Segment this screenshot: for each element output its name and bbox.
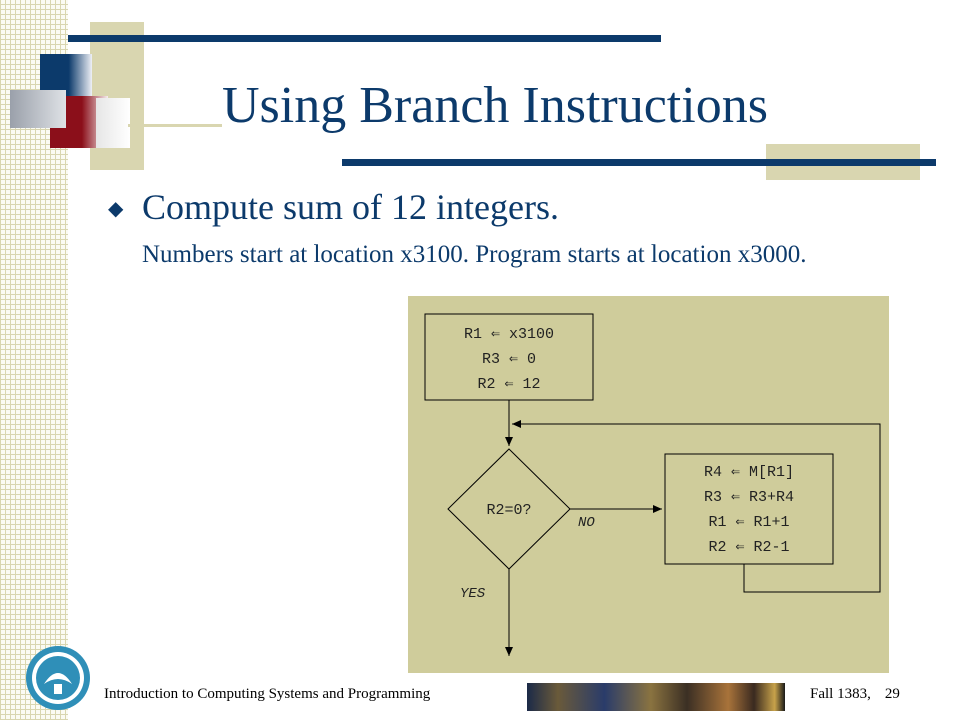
arrow-loop-back bbox=[512, 420, 881, 593]
init-line-3: R2 ⇐ 12 bbox=[477, 376, 540, 393]
decor-gray-square bbox=[10, 90, 66, 128]
university-logo-icon bbox=[26, 646, 90, 710]
footer-page-number: 29 bbox=[884, 686, 900, 702]
loop-line-1: R4 ⇐ M[R1] bbox=[704, 464, 794, 481]
decision-label: R2=0? bbox=[486, 502, 531, 519]
flowchart-diagram: R1 ⇐ x3100 R3 ⇐ 0 R2 ⇐ 12 R2=0? NO R4 ⇐ … bbox=[424, 313, 881, 656]
loop-box bbox=[664, 453, 834, 565]
footer-term: Fall 1383, bbox=[810, 686, 871, 702]
init-line-2: R3 ⇐ 0 bbox=[482, 351, 536, 368]
decor-navy-line-top bbox=[68, 35, 661, 42]
decor-tan-line-top bbox=[128, 124, 222, 127]
diamond-bullet-icon: ◆ bbox=[108, 196, 124, 220]
loop-line-3: R1 ⇐ R1+1 bbox=[708, 514, 789, 531]
decor-navy-line-bottom bbox=[342, 159, 936, 166]
footer-course-title: Introduction to Computing Systems and Pr… bbox=[104, 686, 431, 702]
decor-white-square bbox=[96, 98, 130, 148]
label-yes: YES bbox=[460, 586, 486, 602]
footer-image-strip bbox=[527, 683, 785, 711]
label-no: NO bbox=[578, 515, 595, 531]
footer-term-page: Fall 1383, 29 bbox=[810, 686, 900, 703]
loop-line-2: R3 ⇐ R3+R4 bbox=[704, 489, 794, 506]
loop-line-4: R2 ⇐ R2-1 bbox=[708, 539, 789, 556]
flowchart-panel: R1 ⇐ x3100 R3 ⇐ 0 R2 ⇐ 12 R2=0? NO R4 ⇐ … bbox=[408, 296, 889, 673]
bullet-sub-text: Numbers start at location x3100. Program… bbox=[142, 241, 807, 268]
init-line-1: R1 ⇐ x3100 bbox=[464, 326, 554, 343]
bullet-main-text: Compute sum of 12 integers. bbox=[142, 187, 559, 227]
slide-title: Using Branch Instructions bbox=[222, 77, 768, 134]
